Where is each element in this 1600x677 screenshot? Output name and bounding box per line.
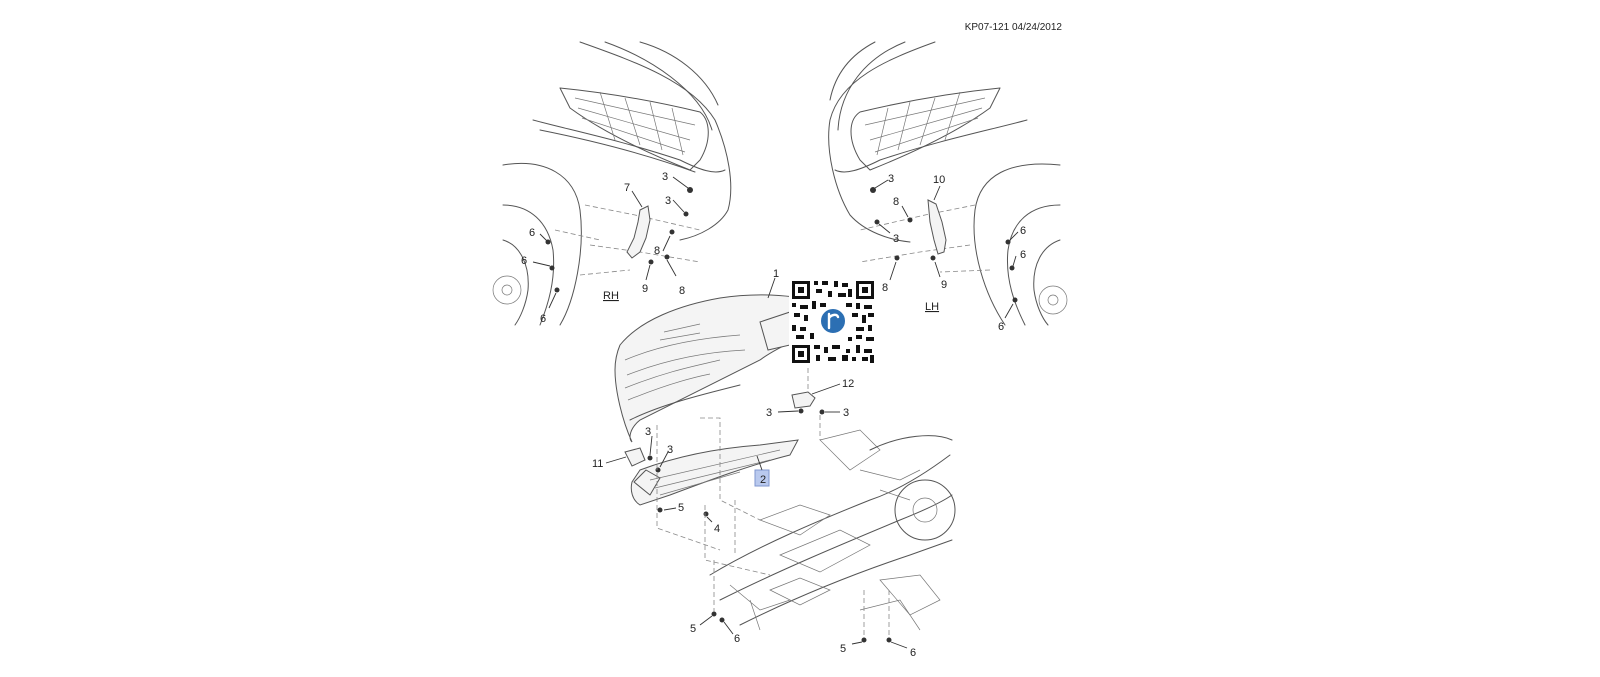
- callout-6-lh-b: 6: [1020, 249, 1026, 261]
- document-id: KP07-121 04/24/2012: [965, 22, 1063, 33]
- callout-5-under-b: 5: [840, 643, 846, 655]
- callout-6-rh-a: 6: [529, 227, 535, 239]
- callout-6-rh-b: 6: [521, 255, 527, 267]
- vehicle-underbody: [699, 429, 956, 649]
- lh-label: LH: [925, 301, 939, 313]
- callout-8-lh-a: 8: [893, 196, 899, 208]
- lh-detail-view: [828, 41, 1068, 326]
- rh-label: RH: [603, 290, 619, 302]
- callout-3-rh-mid: 3: [665, 195, 671, 207]
- callout-8-rh-a: 8: [654, 245, 660, 257]
- callout-12: 12: [842, 378, 854, 390]
- callout-3-deflector-a: 3: [645, 426, 651, 438]
- callout-5-deflector: 5: [678, 502, 684, 514]
- callout-6-lh-c: 6: [998, 321, 1004, 333]
- callout-9-rh: 9: [642, 283, 648, 295]
- callout-3-deflector-b: 3: [667, 444, 673, 456]
- callout-4: 4: [714, 523, 720, 535]
- callout-7: 7: [624, 182, 630, 194]
- callout-3-bracket-a: 3: [766, 407, 772, 419]
- callout-11: 11: [592, 458, 603, 470]
- callout-3-rh-top: 3: [662, 171, 668, 183]
- callout-5-under-a: 5: [690, 623, 696, 635]
- callout-6-under-a: 6: [734, 633, 740, 645]
- callout-6-rh-c: 6: [540, 313, 546, 325]
- logo-badge-icon: [819, 307, 847, 335]
- callout-3-bracket-b: 3: [843, 407, 849, 419]
- callout-3-lh-mid: 3: [893, 233, 899, 245]
- callout-8-lh-b: 8: [882, 282, 888, 294]
- rh-detail-view: [492, 41, 732, 326]
- front-fascia: [614, 277, 836, 443]
- lower-air-deflector: [605, 417, 799, 576]
- callout-2: 2: [760, 474, 766, 486]
- callout-3-lh-top: 3: [888, 173, 894, 185]
- callout-6-under-b: 6: [910, 647, 916, 659]
- callout-1: 1: [773, 268, 779, 280]
- callout-9-lh: 9: [941, 279, 947, 291]
- callout-10: 10: [933, 174, 945, 186]
- bracket-12: [777, 360, 841, 440]
- callout-8-rh-b: 8: [679, 285, 685, 297]
- callout-6-lh-a: 6: [1020, 225, 1026, 237]
